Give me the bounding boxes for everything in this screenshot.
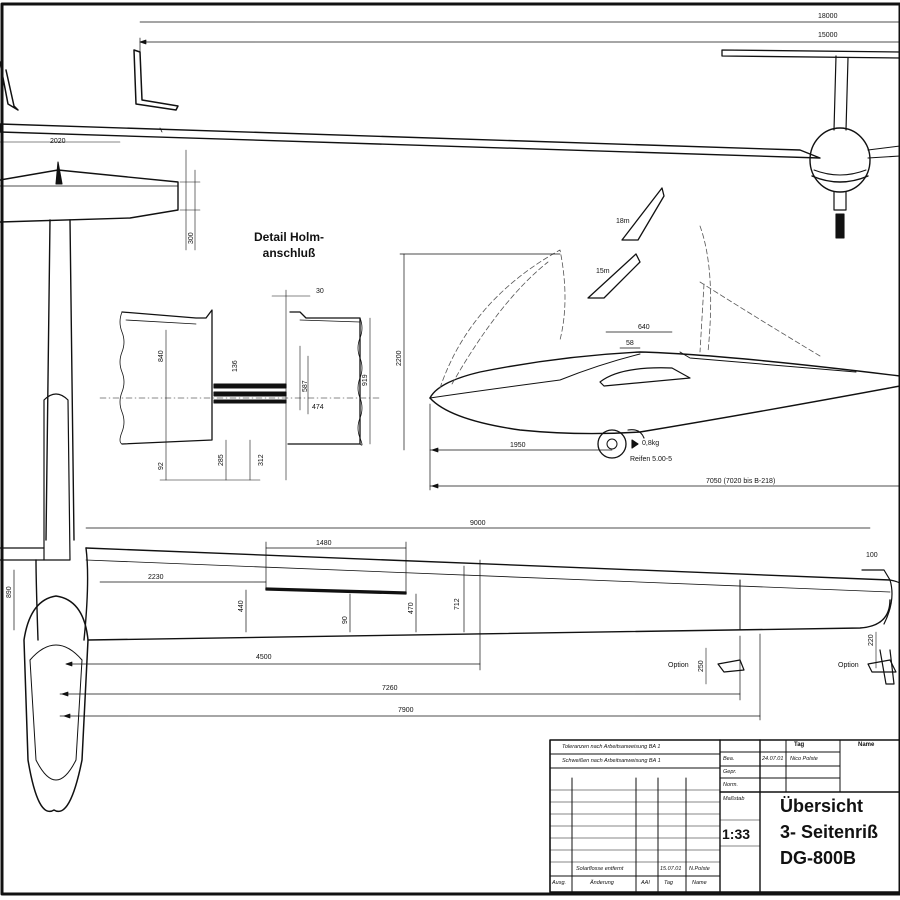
tb-header-name: Name: [858, 742, 875, 748]
dim-root-gap: 890: [6, 586, 13, 598]
tb-rev-date: 15.07.01: [660, 866, 682, 872]
dim-canopy-len: 640: [638, 324, 650, 331]
dim-detail-92: 92: [158, 462, 165, 470]
detail-title-line2: anschluß: [262, 246, 316, 260]
detail-title-line1: Detail Holm-: [253, 230, 324, 244]
dim-chord-root: 2230: [148, 574, 164, 581]
dim-aileron: 1480: [316, 540, 332, 547]
top-view-wing: [0, 547, 900, 685]
dim-7260: 7260: [382, 685, 398, 692]
tb-row-gepr: Gepr.: [723, 769, 737, 775]
dim-detail-474: 474: [312, 404, 324, 411]
wing-dimensions: [13, 527, 871, 721]
dim-7900: 7900: [398, 707, 414, 714]
tb-note-1: Toleranzen nach Arbeitsanweisung BA 1: [562, 744, 661, 750]
dim-fuselage-len: 7050 (7020 bis B-218): [706, 478, 776, 485]
tb-row-norm: Norm.: [723, 782, 738, 788]
title-block-grid: [549, 739, 900, 893]
dim-440: 440: [238, 600, 245, 612]
dim-detail-312: 312: [258, 454, 265, 466]
dim-flap-pos: 4500: [256, 654, 272, 661]
dim-90: 90: [342, 616, 349, 624]
tb-col-aenderung: Änderung: [590, 880, 614, 886]
label-cg-mark: 0,8kg: [642, 440, 660, 447]
tb-massstab: Maßstab: [723, 796, 745, 802]
label-winglet-18m: 18m: [616, 218, 630, 225]
dim-detail-840: 840: [158, 350, 165, 362]
tb-title-2: 3- Seitenriß: [780, 822, 879, 842]
dim-detail-285: 285: [218, 454, 225, 466]
tb-col-name: Name: [692, 880, 707, 886]
tb-header-tag: Tag: [794, 742, 805, 748]
side-view-fuselage: [429, 187, 900, 459]
dim-option-2: 220: [868, 634, 875, 646]
dim-span-outer: 18000: [818, 13, 838, 20]
label-option-1: Option: [668, 662, 689, 669]
tb-title-3: DG-800B: [780, 848, 857, 868]
tb-col-tag: Tag: [664, 880, 673, 886]
dim-tail-height: 300: [188, 232, 195, 244]
dim-tip-100: 100: [866, 552, 878, 559]
tb-bea-name: Nico Polste: [790, 756, 818, 762]
dim-detail-919: 919: [362, 374, 369, 386]
dim-wheel-pos: 1950: [510, 442, 526, 449]
top-view-tail: [0, 141, 201, 251]
dim-span-inner: 15000: [818, 32, 838, 39]
tb-scale: 1:33: [722, 826, 751, 842]
tb-rev-name: N.Polste: [689, 866, 710, 872]
top-view-fuselage: [23, 219, 89, 813]
tb-row-bea: Bea.: [723, 756, 735, 762]
dim-option-1: 250: [698, 660, 705, 672]
tb-title-1: Übersicht: [780, 796, 864, 816]
tb-rev-text: Solarflosse entfernt: [576, 866, 624, 872]
spar-detail: [99, 289, 381, 481]
dim-tail-span: 2020: [50, 138, 66, 145]
label-tyre: Reifen 5.00-5: [630, 456, 673, 463]
label-winglet-15m: 15m: [596, 268, 610, 275]
span-dimensions: [139, 21, 900, 59]
dim-detail-136: 136: [232, 360, 239, 372]
dim-side-height: 2200: [396, 350, 403, 366]
dim-wing-half: 9000: [470, 520, 486, 527]
dim-470: 470: [408, 602, 415, 614]
front-view-fuselage: [721, 49, 900, 239]
tb-note-2: Schweißen nach Arbeitsanweisung BA 1: [562, 758, 661, 764]
side-view-dimensions: [399, 253, 900, 491]
dim-712: 712: [454, 598, 461, 610]
label-option-2: Option: [838, 662, 859, 669]
dim-detail-587: 587: [302, 380, 309, 392]
front-view-wing: [0, 49, 821, 159]
tb-col-aai: AAI: [641, 880, 650, 886]
dim-detail-30: 30: [316, 288, 324, 295]
tb-bea-date: 24.07.01: [762, 756, 784, 762]
option-parts: [705, 631, 897, 685]
tb-col-ausg: Ausg.: [552, 880, 567, 886]
dim-canopy-sub: 58: [626, 340, 634, 347]
